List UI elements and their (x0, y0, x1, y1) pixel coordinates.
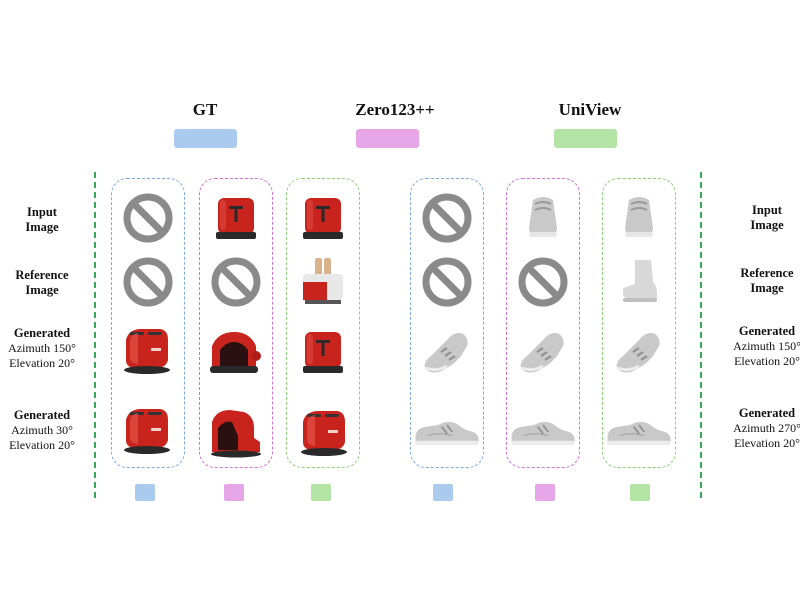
gt-toaster-gen-30 (116, 400, 176, 460)
shoe-image (412, 412, 482, 452)
shoe-image (513, 188, 573, 248)
zero123-toaster-column (199, 178, 273, 468)
zero123-footer-swatch (224, 484, 244, 501)
uniview-footer-swatch (630, 484, 650, 501)
left-label-generated-2: Generated Azimuth 30° Elevation 20° (9, 408, 75, 452)
gt-shoe-reference-na (417, 252, 477, 312)
toaster-image (204, 322, 264, 382)
toaster-image (116, 320, 176, 380)
shoe-image (609, 188, 669, 248)
right-label-generated-1: Generated Azimuth 150° Elevation 20° (733, 324, 800, 368)
gt-toaster-input-na (118, 188, 178, 248)
uniview-toaster-gen-150 (293, 322, 353, 382)
uniview-shoe-column (602, 178, 676, 468)
uniview-shoe-reference (609, 252, 669, 312)
toaster-image (206, 188, 266, 248)
uniview-color-swatch (554, 129, 617, 148)
no-image-icon (417, 188, 477, 248)
shoe-reference-image (609, 252, 669, 312)
no-image-icon (118, 188, 178, 248)
toaster-image (293, 402, 353, 462)
gt-toaster-gen-150 (116, 320, 176, 380)
zero123-toaster-reference-na (206, 252, 266, 312)
shoe-image (513, 322, 573, 382)
no-image-icon (206, 252, 266, 312)
uniview-shoe-gen-270 (604, 402, 674, 462)
zero123-shoe-gen-150 (513, 322, 573, 382)
shoe-image (609, 322, 669, 382)
zero123-color-swatch (356, 129, 419, 148)
gt-color-swatch (174, 129, 237, 148)
gt-toaster-reference-na (118, 252, 178, 312)
uniview-shoe-gen-150 (609, 322, 669, 382)
zero123-toaster-gen-150 (204, 322, 264, 382)
zero123-footer-swatch (535, 484, 555, 501)
gt-shoe-gen-150 (417, 322, 477, 382)
right-divider (700, 172, 702, 498)
gt-shoe-gen-270 (412, 402, 482, 462)
left-label-reference: Reference Image (15, 268, 69, 297)
uniview-shoe-input (609, 188, 669, 248)
left-divider (94, 172, 96, 498)
gt-shoe-column (410, 178, 484, 468)
gt-toaster-column (111, 178, 185, 468)
toaster-reference-image (293, 252, 353, 312)
uniview-toaster-input (293, 188, 353, 248)
zero123-toaster-input (206, 188, 266, 248)
shoe-image (417, 322, 477, 382)
toaster-image (116, 400, 176, 460)
toaster-image (293, 188, 353, 248)
header-zero123: Zero123++ (355, 100, 435, 119)
left-label-input: Input Image (25, 205, 59, 234)
right-label-generated-2: Generated Azimuth 270° Elevation 20° (733, 406, 800, 450)
header-gt: GT (192, 100, 218, 119)
uniview-toaster-reference (293, 252, 353, 312)
shoe-image (604, 412, 674, 452)
no-image-icon (513, 252, 573, 312)
uniview-toaster-gen-30 (293, 402, 353, 462)
toaster-image (293, 322, 353, 382)
right-label-reference: Reference Image (740, 266, 794, 295)
right-label-input: Input Image (750, 203, 784, 232)
zero123-shoe-gen-270 (508, 402, 578, 462)
no-image-icon (118, 252, 178, 312)
uniview-toaster-column (286, 178, 360, 468)
gt-footer-swatch (135, 484, 155, 501)
gt-footer-swatch (433, 484, 453, 501)
zero123-toaster-gen-30 (204, 402, 264, 462)
gt-shoe-input-na (417, 188, 477, 248)
zero123-shoe-reference-na (513, 252, 573, 312)
toaster-image (204, 402, 264, 462)
zero123-shoe-column (506, 178, 580, 468)
left-label-generated-1: Generated Azimuth 150° Elevation 20° (8, 326, 76, 370)
shoe-image (508, 412, 578, 452)
header-uniview: UniView (558, 100, 622, 119)
zero123-shoe-input (513, 188, 573, 248)
no-image-icon (417, 252, 477, 312)
uniview-footer-swatch (311, 484, 331, 501)
